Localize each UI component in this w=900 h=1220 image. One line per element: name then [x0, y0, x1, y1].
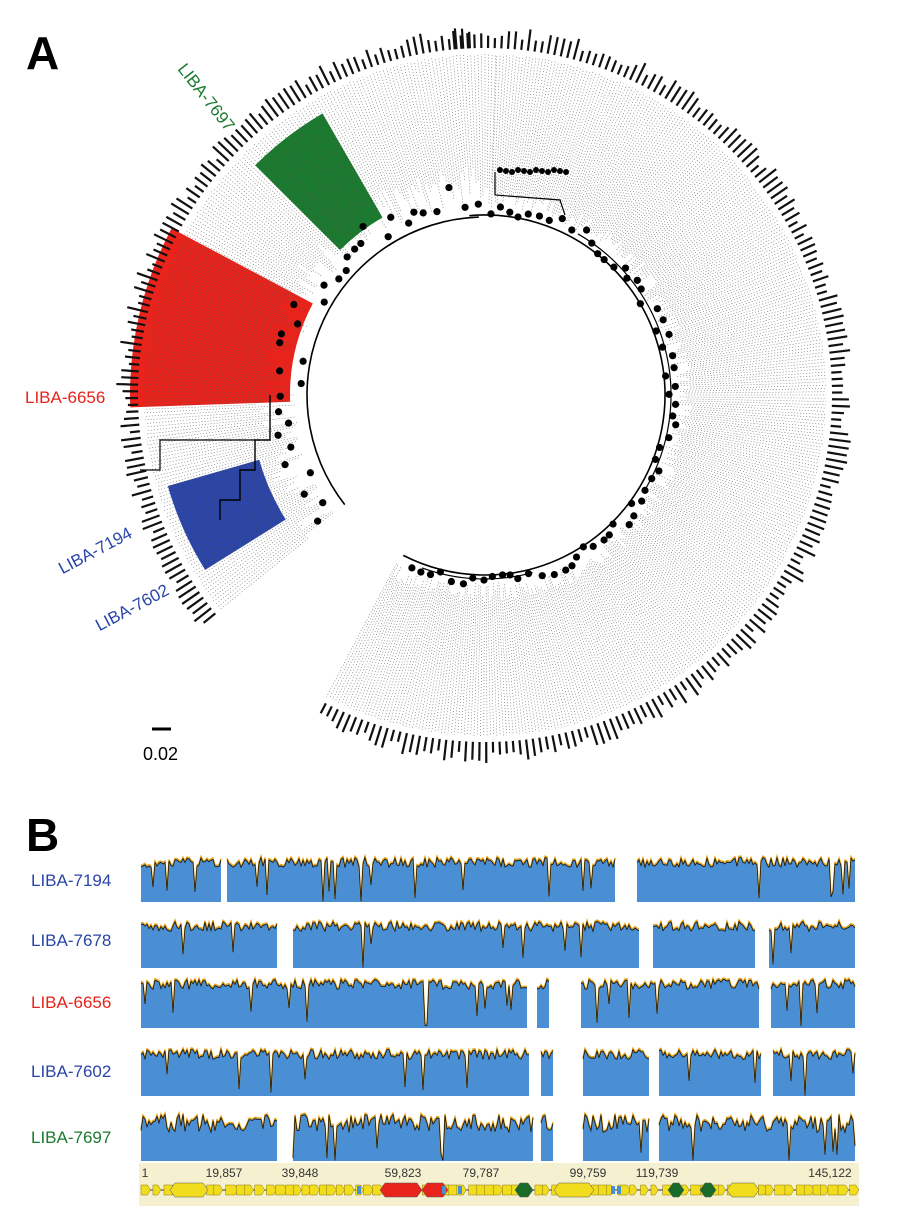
genome-tick-label: 39,848	[281, 1166, 319, 1180]
phylogenetic-tree	[116, 28, 851, 764]
track-label-liba-7678: LIBA-7678	[31, 931, 112, 950]
track-label-liba-7602: LIBA-7602	[31, 1062, 112, 1081]
genome-tick-label: 1	[141, 1166, 149, 1180]
panel-label-b: B	[26, 809, 60, 861]
panel-label-a: A	[26, 27, 60, 79]
genome-tick-label: 19,857	[205, 1166, 243, 1180]
tree-branches	[140, 167, 680, 588]
clade-highlights	[130, 113, 383, 570]
coverage-track	[140, 853, 856, 902]
genome-tick-label: 59,823	[384, 1166, 422, 1180]
coverage-track	[140, 975, 856, 1028]
track-label-liba-6656: LIBA-6656	[31, 993, 112, 1012]
track-label-liba-7194: LIBA-7194	[31, 871, 112, 890]
tree-tip-lines	[144, 54, 826, 736]
coverage-track	[140, 1110, 856, 1161]
clade-wedge-2	[167, 459, 286, 570]
tree-tip-labels	[116, 28, 851, 764]
genome-tick-label: 79,787	[462, 1166, 500, 1180]
coverage-track	[140, 917, 856, 968]
genome-tick-label: 99,759	[569, 1166, 607, 1180]
track-label-liba-7697: LIBA-7697	[31, 1128, 112, 1147]
clade-wedge-1	[130, 228, 313, 408]
clade-label-liba-6656: LIBA-6656	[25, 388, 106, 407]
genome-annotation-bar	[139, 1163, 860, 1206]
genome-tick-label: 119,739	[635, 1166, 679, 1180]
coverage-tracks	[140, 853, 856, 1161]
coverage-track	[140, 1045, 856, 1096]
clade-wedge-0	[255, 113, 383, 251]
scale-bar-label: 0.02	[143, 744, 179, 764]
genome-tick-label: 145,122	[808, 1166, 852, 1180]
